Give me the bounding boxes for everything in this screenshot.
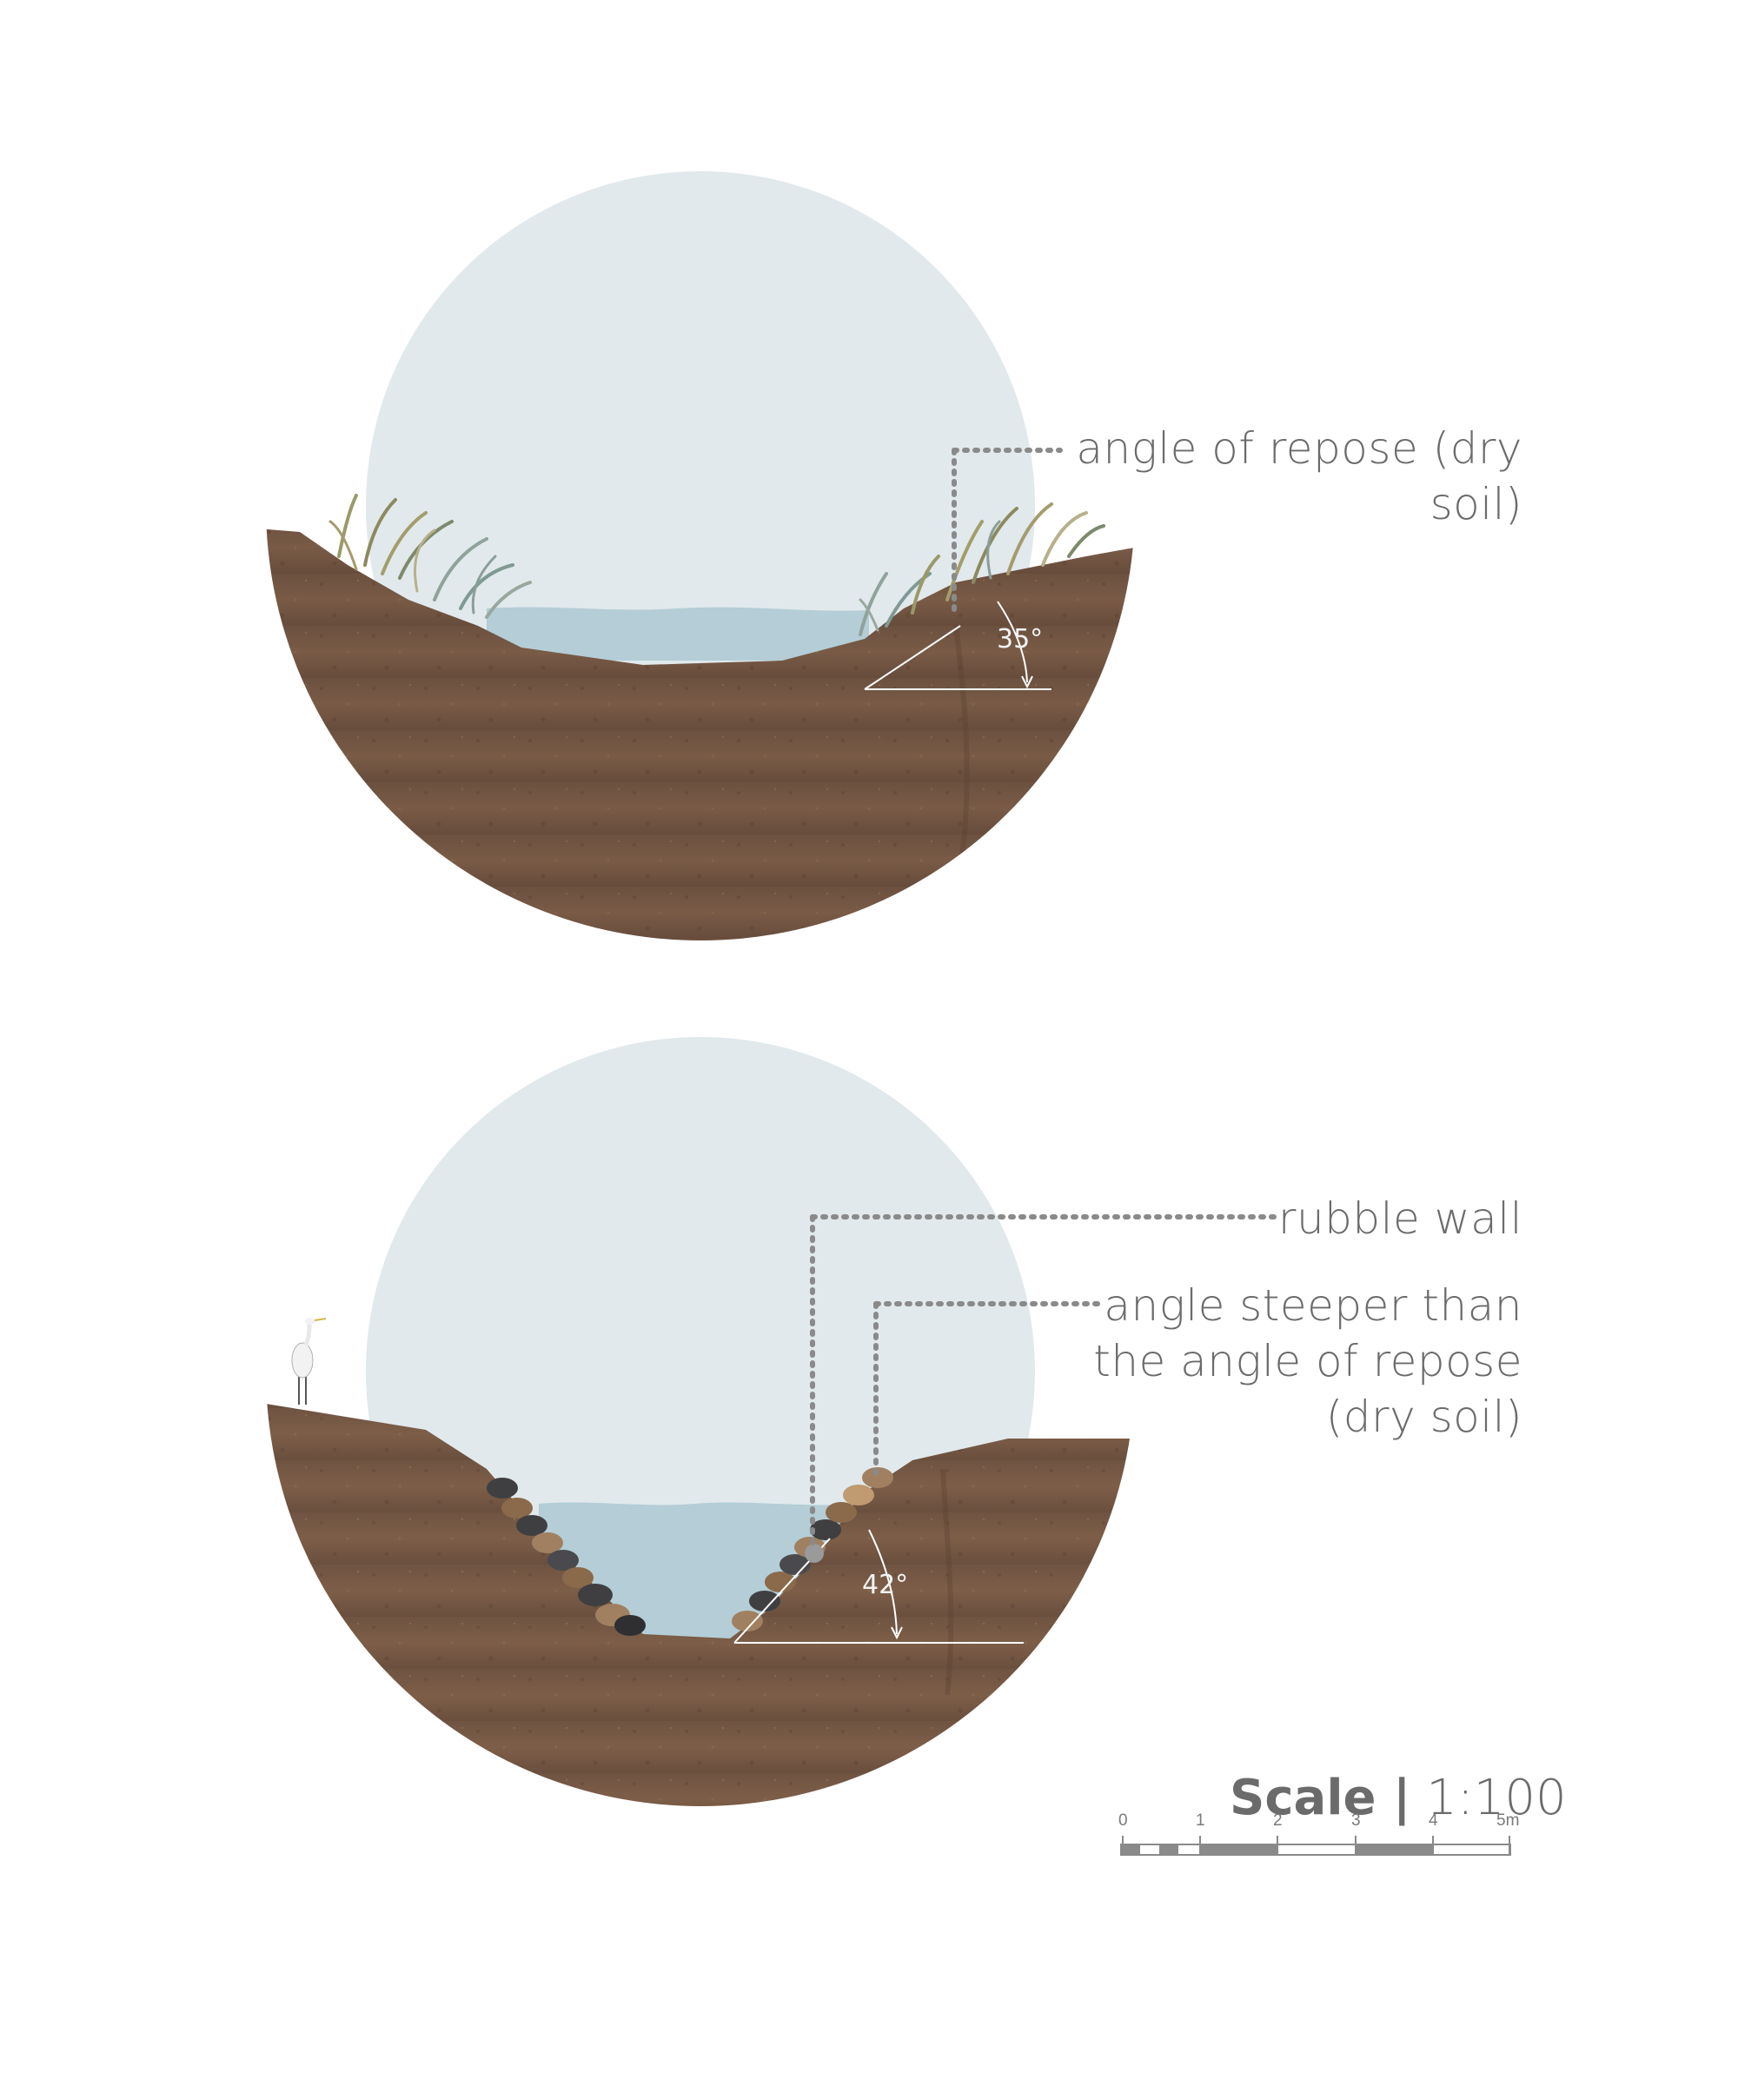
scale-tick-1: 1 bbox=[1196, 1811, 1205, 1830]
top-section bbox=[266, 171, 1135, 940]
scale-bar bbox=[1120, 1836, 1511, 1856]
label-angle-of-repose: angle of repose (dry soil) bbox=[1025, 421, 1522, 532]
scale-title: Scale | 1:100 bbox=[1230, 1770, 1567, 1826]
top-grass-left bbox=[328, 494, 532, 619]
heron-illustration bbox=[291, 1318, 327, 1405]
label-rubble-wall-text: rubble wall bbox=[1277, 1193, 1522, 1244]
scale-tick-0: 0 bbox=[1118, 1811, 1128, 1830]
scale-tick-5m: 5m bbox=[1496, 1811, 1520, 1830]
label-angle-steeper-line2: the angle of repose bbox=[1093, 1336, 1522, 1386]
bottom-section bbox=[266, 1037, 1280, 1806]
top-grass-right bbox=[859, 502, 1105, 636]
top-angle-marker bbox=[864, 601, 1051, 690]
scale-ratio: 1:100 bbox=[1426, 1770, 1567, 1826]
bottom-leader-lines bbox=[810, 1214, 1280, 1545]
scale-tick-3: 3 bbox=[1351, 1811, 1361, 1830]
label-angle-steeper-line1: angle steeper than bbox=[1104, 1280, 1522, 1331]
angle-value-top: 35° bbox=[997, 624, 1044, 655]
label-angle-of-repose-line2: soil) bbox=[1430, 479, 1522, 529]
scale-title-bold: Scale | bbox=[1230, 1770, 1411, 1826]
label-rubble-wall: rubble wall bbox=[1199, 1191, 1522, 1246]
rubble-pointer-dot bbox=[805, 1544, 824, 1563]
top-water bbox=[487, 607, 869, 661]
top-leader-line bbox=[952, 448, 1063, 615]
label-angle-steeper: angle steeper than the angle of repose (… bbox=[1043, 1278, 1522, 1445]
scale-tick-2: 2 bbox=[1273, 1811, 1283, 1830]
label-angle-steeper-line3: (dry soil) bbox=[1325, 1392, 1522, 1442]
angle-value-bottom: 42° bbox=[862, 1570, 909, 1600]
bottom-angle-marker bbox=[733, 1529, 1024, 1644]
bottom-rubble-left bbox=[487, 1478, 646, 1636]
label-angle-of-repose-line1: angle of repose (dry bbox=[1076, 423, 1522, 474]
scale-tick-4: 4 bbox=[1429, 1811, 1438, 1830]
